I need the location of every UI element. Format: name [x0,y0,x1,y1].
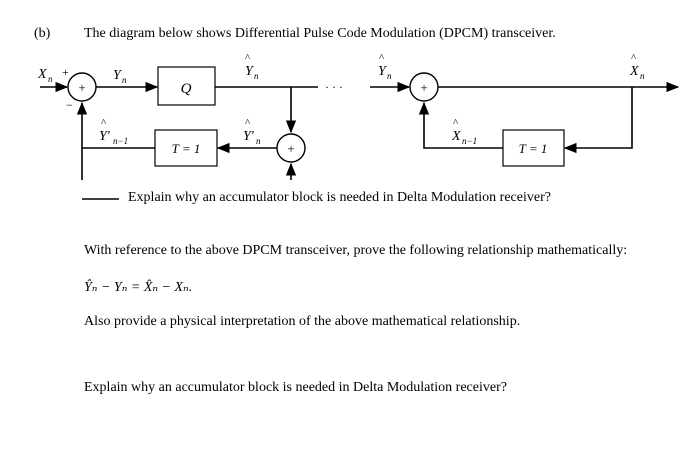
quantizer-block [157,66,216,106]
dpcm-block-diagram: + + − Q · · · + T = 1 + T = 1 X n [37,52,680,200]
label-yhat-prime-n: ^ Y′ n [243,117,261,146]
relationship-equation: Ŷₙ − Yₙ = X̂ₙ − Xₙ. [84,280,193,295]
label-yhat-prime-prev: ^ Y′ n−1 [99,117,128,146]
svg-text:n: n [48,74,53,84]
tx-delay-label: T = 1 [172,141,201,156]
label-x-in: X n [37,67,53,84]
svg-text:X: X [451,129,461,144]
relationship-prompt: With reference to the above DPCM transce… [84,243,628,258]
rx-delay-block [502,129,565,167]
tx-summer-symbol: + [78,80,85,95]
ellipsis: · · · [325,80,343,94]
svg-text:n−1: n−1 [113,136,128,146]
svg-text:^: ^ [245,117,251,129]
rx-delay-label: T = 1 [519,141,548,156]
svg-text:n−1: n−1 [462,136,477,146]
question-label: (b) [34,26,51,41]
minus-sign: − [66,98,73,112]
svg-text:X: X [37,67,47,82]
svg-text:Y′: Y′ [243,129,255,144]
interpretation-prompt: Also provide a physical interpretation o… [84,314,521,329]
quantizer-label: Q [181,81,192,97]
svg-text:^: ^ [379,52,385,64]
svg-text:^: ^ [101,117,107,129]
svg-text:^: ^ [245,52,251,64]
svg-text:X: X [629,64,639,79]
label-xhat-prev: ^ X n−1 [451,117,477,146]
rx-delay-to-summer-line [418,101,503,149]
svg-text:Y: Y [113,68,123,83]
plus-sign: + [62,65,69,79]
svg-text:n: n [640,71,645,81]
label-y-n: Y n [113,68,127,85]
rx-feedback-line [563,87,633,154]
rx-summer-symbol: + [420,80,427,95]
svg-text:n: n [254,71,259,81]
svg-text:n: n [256,136,261,146]
svg-text:n: n [387,71,392,81]
label-yhat-n: ^ Y n [245,52,259,81]
svg-text:Y: Y [378,64,388,79]
svg-text:n: n [122,75,127,85]
accumulator-prompt: Explain why an accumulator block is need… [84,380,507,395]
svg-text:Y′: Y′ [99,129,111,144]
intro-text: The diagram below shows Differential Pul… [84,26,556,41]
svg-text:^: ^ [631,52,637,64]
label-yhat-rx: ^ Y n [378,52,392,81]
label-xhat-out: ^ X n [629,52,645,81]
diagram-overlay-question: Explain why an accumulator block is need… [128,190,551,205]
svg-text:Y: Y [245,64,255,79]
tx-accumulator-summer-symbol: + [287,141,294,156]
svg-text:^: ^ [453,117,459,129]
